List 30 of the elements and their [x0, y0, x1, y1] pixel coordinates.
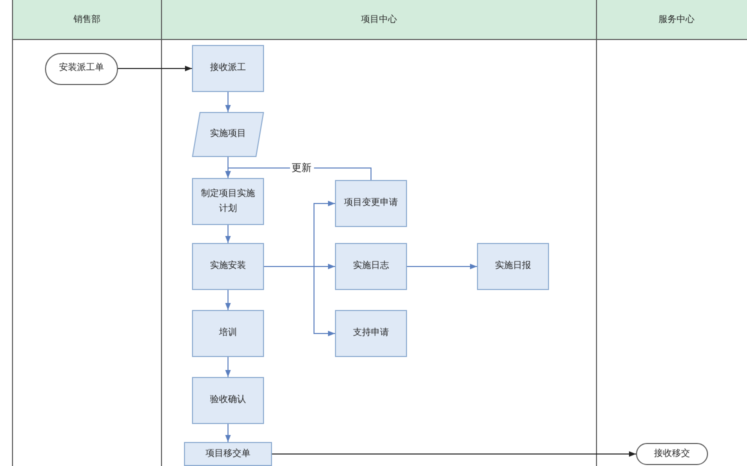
process-box: 验收确认	[192, 377, 264, 424]
lane-header: 销售部	[13, 0, 161, 40]
swimlane	[161, 0, 597, 466]
process-box: 实施日志	[335, 243, 407, 290]
arrow	[272, 451, 636, 457]
terminator-shape: 安装派工单	[45, 52, 118, 84]
process-box: 培训	[192, 310, 264, 357]
process-box: 项目移交单	[184, 442, 272, 466]
arrow	[118, 66, 192, 72]
arrow	[225, 356, 231, 378]
process-box: 实施安装	[192, 243, 264, 290]
edge-label: 更新	[290, 161, 314, 175]
process-box: 项目变更申请	[335, 180, 407, 227]
arrow	[225, 92, 231, 112]
arrow	[264, 266, 336, 336]
arrow	[225, 224, 231, 244]
arrow	[225, 290, 231, 310]
lane-header: 服务中心	[597, 0, 747, 40]
lane-header: 项目中心	[162, 0, 596, 40]
arrow	[225, 168, 372, 180]
swimlane	[596, 0, 747, 466]
data-parallelogram: 实施项目	[192, 112, 264, 157]
process-box: 实施日报	[477, 243, 549, 290]
process-box: 制定项目实施计划	[192, 178, 264, 225]
swimlane	[12, 0, 162, 466]
terminator-shape: 接收移交	[636, 443, 708, 465]
arrow	[225, 424, 231, 442]
process-box: 接收派工	[192, 45, 264, 92]
process-box: 支持申请	[335, 310, 407, 357]
arrow	[406, 264, 478, 270]
